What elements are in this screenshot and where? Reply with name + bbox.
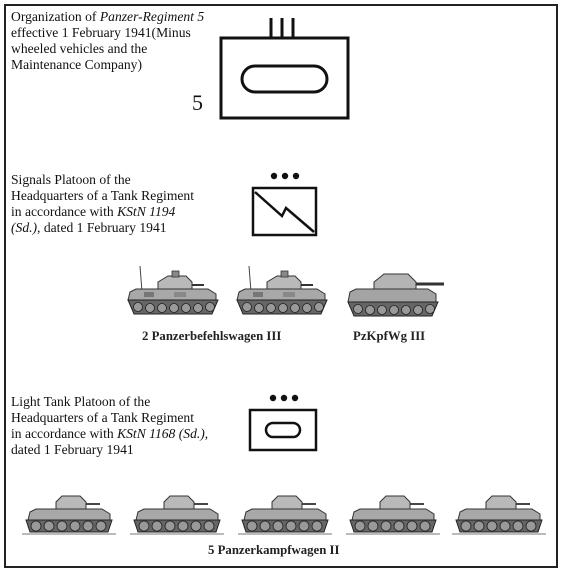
light-tank-platoon-symbol (248, 394, 318, 452)
panzerkampfwagen-ii-label: 5 Panzerkampfwagen II (208, 543, 340, 557)
panzerkampfwagen-ii-5 (452, 495, 547, 535)
panzerkampfwagen-ii-1 (22, 495, 117, 535)
signals-platoon-symbol (251, 172, 318, 237)
panzerbefehlswagen-iii-1 (127, 265, 219, 315)
panzerbefehlswagen-iii-2 (236, 265, 328, 315)
light-tank-platoon-caption: Light Tank Platoon of the Headquarters o… (11, 394, 209, 457)
pzkpfwg-iii (346, 272, 446, 318)
pzkpfwg-iii-label: PzKpfWg III (353, 329, 426, 343)
panzerkampfwagen-ii-2 (130, 495, 225, 535)
signals-platoon-caption: Signals Platoon of the Headquarters of a… (11, 172, 195, 235)
panzerkampfwagen-ii-4 (346, 495, 441, 535)
panzerkampfwagen-ii-3 (238, 495, 333, 535)
panzerbefehlswagen-label: 2 Panzerbefehlswagen III (142, 329, 282, 343)
regiment-symbol (219, 18, 350, 120)
unit-number: 5 (192, 90, 203, 115)
regiment-caption: Organization of Panzer-Regiment 5 effect… (11, 9, 205, 72)
